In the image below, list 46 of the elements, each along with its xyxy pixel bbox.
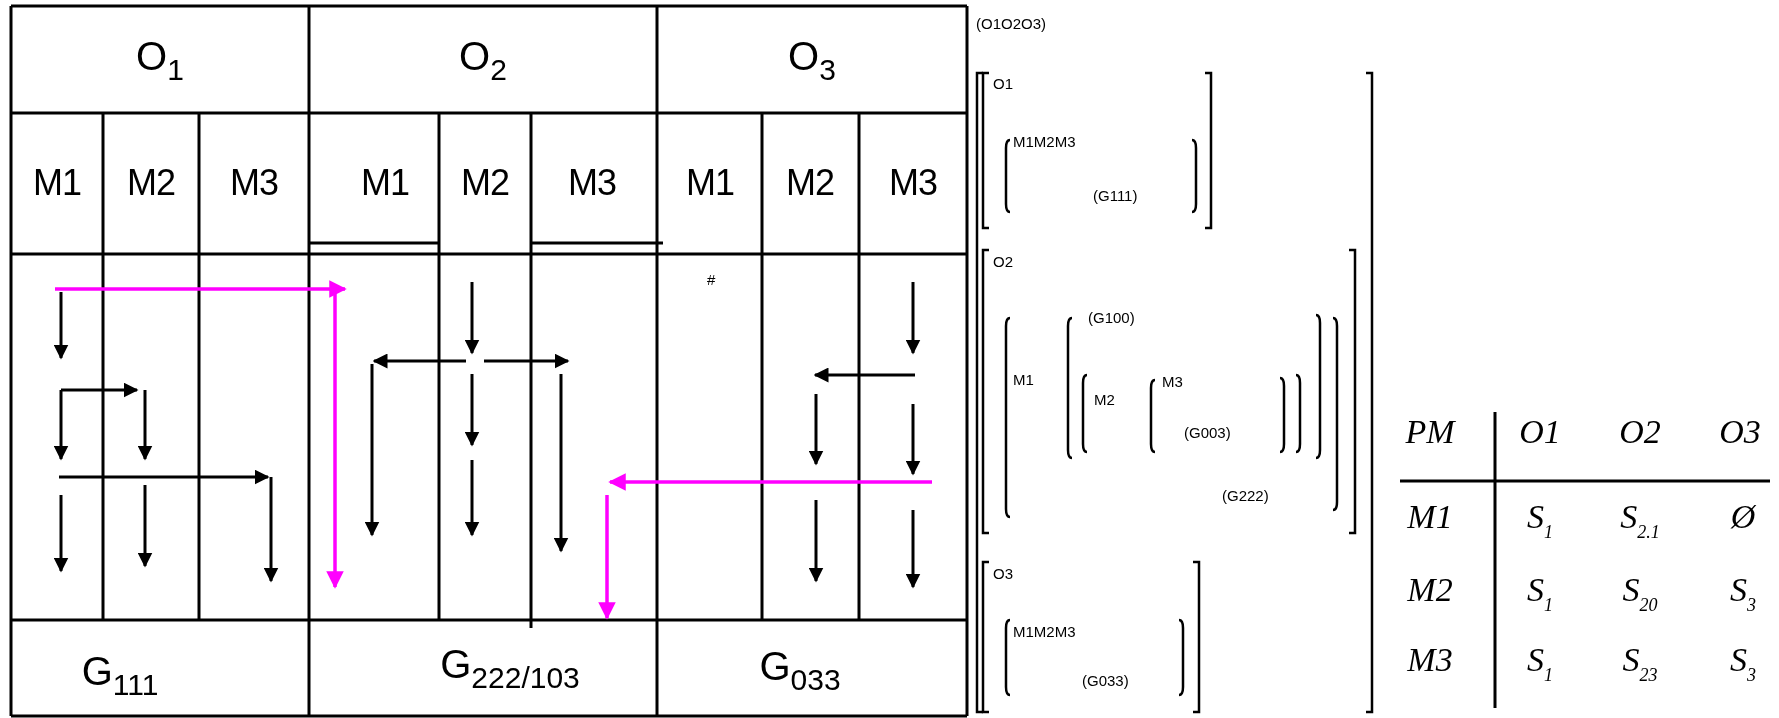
table-cell: S$_{1}$ (1527, 499, 1553, 541)
column-header: O$_{3}$ (788, 35, 836, 85)
table-cell: S$_{1}$ (1527, 572, 1553, 614)
column-header: M1 (361, 165, 409, 201)
table-cell: S$_{2.1}$ (1620, 499, 1660, 541)
table-cell: S$_{3}$ (1730, 572, 1756, 614)
column-header: M2 (786, 165, 834, 201)
column-header: M3 (889, 165, 937, 201)
row-header: M3 (1407, 643, 1453, 677)
column-header: M2 (461, 165, 509, 201)
table-header: O1 (1519, 415, 1561, 449)
table-cell: S$_{20}$ (1622, 572, 1658, 614)
table-cell: S$_{23}$ (1622, 642, 1658, 684)
expression-text: M1 (1013, 372, 1034, 387)
table-cell: S$_{3}$ (1730, 642, 1756, 684)
table-header: O3 (1719, 415, 1761, 449)
expression-text: (O1O2O3) (976, 16, 1047, 31)
footer-label: G$_{222/103}$ (440, 643, 580, 693)
expression-text: (G222) (1222, 488, 1269, 503)
column-header: M1 (686, 165, 734, 201)
table-cell: Ø (1730, 500, 1756, 534)
column-header: O$_{2}$ (459, 35, 507, 85)
expression-text: (G100) (1088, 310, 1135, 325)
table-cell: S$_{1}$ (1527, 642, 1553, 684)
expression-text: (G033) (1082, 673, 1129, 688)
row-header: M2 (1407, 573, 1453, 607)
expression-text: (G003) (1184, 425, 1231, 440)
footer-label: G$_{033}$ (759, 645, 841, 695)
column-header: M2 (127, 165, 175, 201)
expression-text: M1M2M3 (1013, 134, 1076, 149)
column-header: M3 (568, 165, 616, 201)
table-header: PM (1405, 415, 1455, 449)
table-header: O2 (1619, 415, 1661, 449)
column-header: M3 (230, 165, 278, 201)
expression-text: O3 (993, 566, 1013, 581)
row-header: M1 (1407, 500, 1453, 534)
expression-text: M3 (1162, 374, 1183, 389)
footer-label: G$_{111}$ (81, 650, 159, 700)
expression-text: (G111) (1093, 188, 1138, 203)
expression-text: O2 (993, 254, 1013, 269)
expression-text: M1M2M3 (1013, 624, 1076, 639)
column-header: M1 (33, 165, 81, 201)
hash-mark: # (707, 272, 716, 287)
expression-text: O1 (993, 76, 1013, 91)
column-header: O$_{1}$ (136, 35, 184, 85)
expression-text: M2 (1094, 392, 1115, 407)
